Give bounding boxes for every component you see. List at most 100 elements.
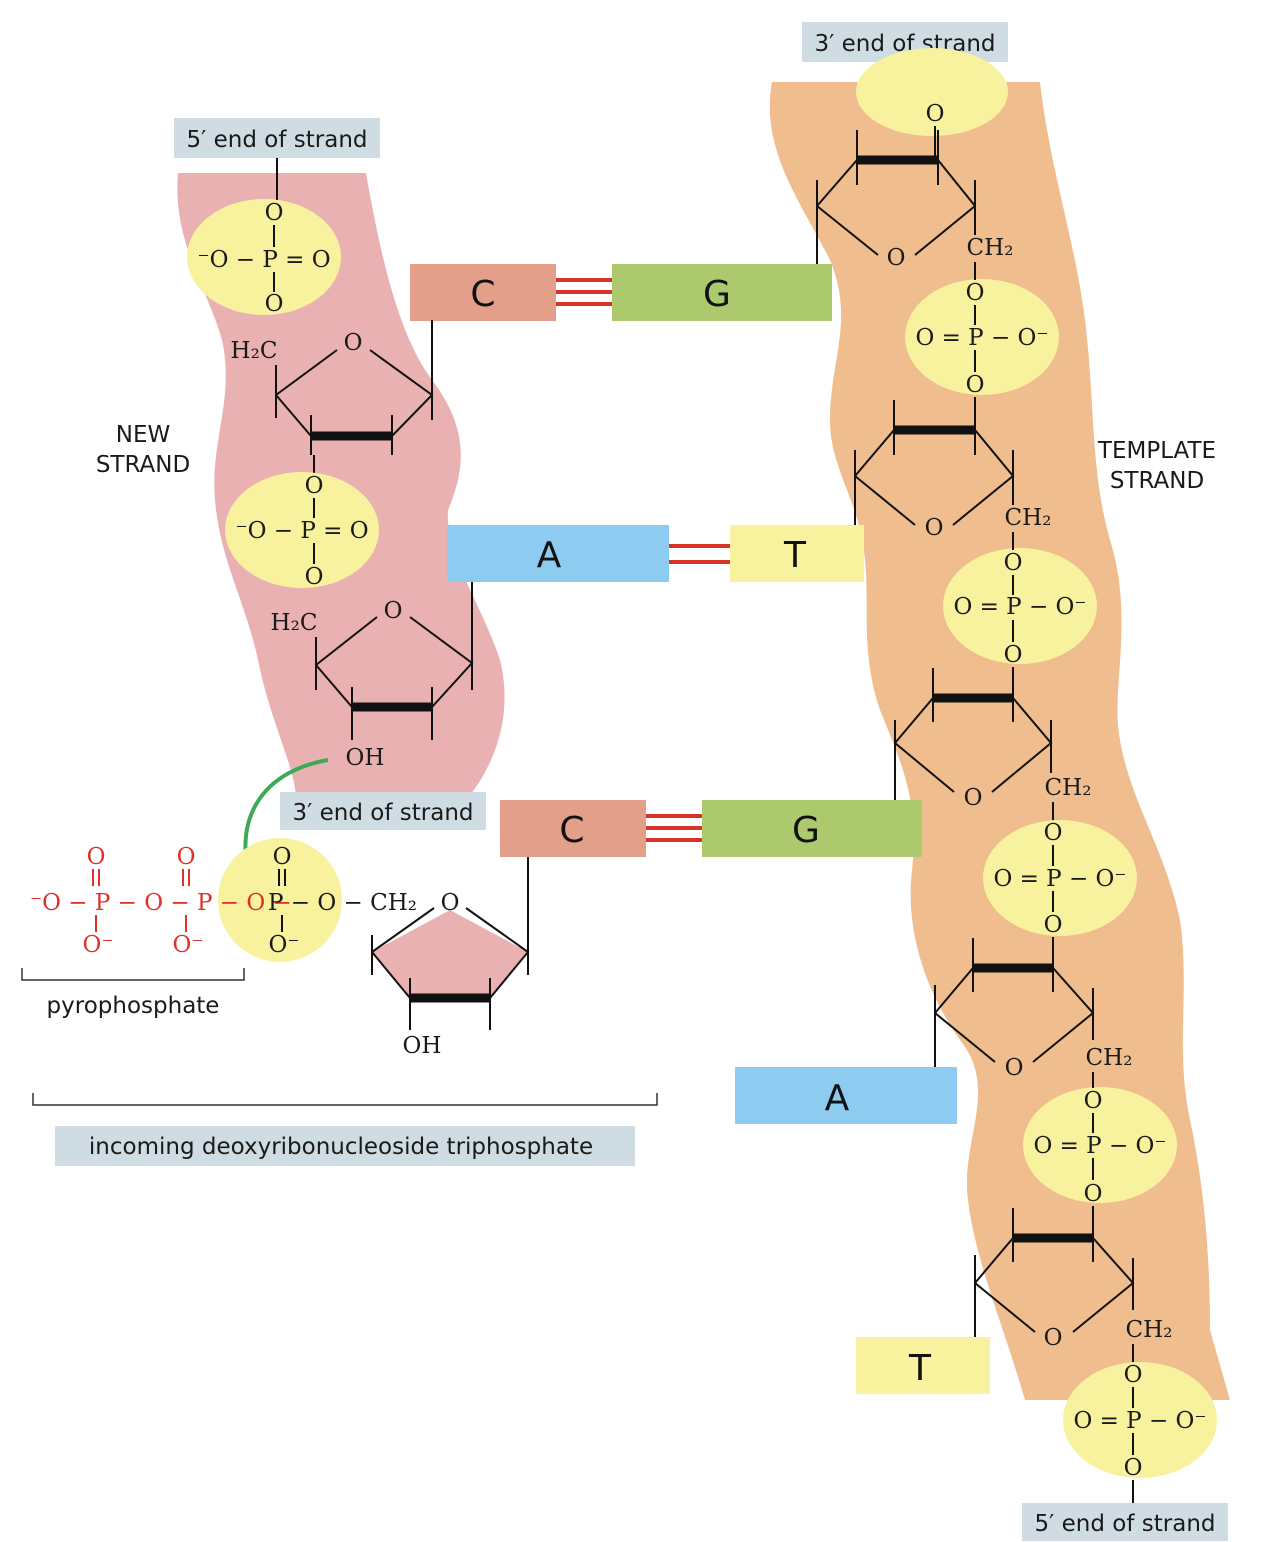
svg-text:H₂C: H₂C	[271, 610, 318, 636]
pyrophosphate-bracket	[21, 968, 245, 981]
svg-text:CH₂: CH₂	[967, 235, 1014, 261]
incoming-label: incoming deoxyribonucleoside triphosphat…	[89, 1134, 593, 1160]
svg-text:CH₂: CH₂	[1086, 1045, 1133, 1071]
phosphate-new-1	[187, 199, 341, 315]
template-strand-label-line2: STRAND	[1110, 468, 1204, 494]
sugar-template-2: O CH₂	[854, 400, 1052, 541]
sugar-incoming: O OH	[371, 857, 530, 1059]
base-a-2	[735, 1067, 957, 1124]
base-a-2-letter: A	[825, 1078, 850, 1119]
base-g-1	[612, 264, 832, 321]
phosphate-template-5	[1063, 1362, 1217, 1478]
svg-text:O: O	[87, 844, 106, 870]
template-5-end-label: 5′ end of strand	[1034, 1511, 1215, 1537]
svg-text:O: O	[441, 890, 460, 916]
sugar-template-5: O CH₂	[974, 1208, 1173, 1351]
base-c-2-letter: C	[559, 810, 584, 851]
new-strand-label-line1: NEW	[116, 422, 170, 448]
svg-text:O: O	[1124, 1362, 1143, 1388]
phosphate-new-2	[225, 472, 379, 588]
svg-text:O: O	[966, 372, 985, 398]
new-3-end-label-box	[280, 792, 486, 830]
svg-text:OH: OH	[403, 1033, 442, 1059]
sugar-new-2: O OH	[315, 582, 474, 771]
svg-text:⁻O − P = O: ⁻O − P = O	[197, 247, 330, 273]
hbond-double-1	[669, 544, 730, 564]
svg-text:OH: OH	[346, 745, 385, 771]
svg-text:O = P − O⁻: O = P − O⁻	[1073, 1408, 1206, 1434]
template-5-end-label-box	[1022, 1503, 1228, 1541]
base-t-1	[730, 525, 864, 582]
svg-text:O: O	[305, 564, 324, 590]
base-a-1-letter: A	[537, 535, 562, 576]
svg-text:O: O	[1005, 1055, 1024, 1081]
svg-text:O = P − O⁻: O = P − O⁻	[953, 594, 1086, 620]
template-strand-background	[769, 82, 1230, 1400]
new-5-end-label-box	[174, 118, 380, 158]
svg-text:O = P − O⁻: O = P − O⁻	[1033, 1133, 1166, 1159]
base-g-1-letter: G	[703, 274, 731, 315]
svg-text:H₂C: H₂C	[231, 338, 278, 364]
svg-text:O: O	[344, 330, 363, 356]
svg-text:CH₂: CH₂	[1126, 1317, 1173, 1343]
svg-text:O: O	[926, 101, 945, 127]
svg-text:O: O	[887, 245, 906, 271]
phosphate-template-0	[856, 48, 1008, 136]
svg-text:O⁻: O⁻	[173, 932, 204, 958]
svg-text:⁻O − P = O: ⁻O − P = O	[235, 518, 368, 544]
svg-text:O: O	[1044, 820, 1063, 846]
svg-text:O: O	[273, 844, 292, 870]
svg-text:CH₂: CH₂	[1045, 775, 1092, 801]
svg-text:O: O	[1084, 1088, 1103, 1114]
phosphate-incoming-alpha	[218, 838, 342, 962]
svg-text:O: O	[966, 280, 985, 306]
pyrophosphate-label: pyrophosphate	[47, 993, 220, 1019]
phosphate-template-4	[1023, 1087, 1177, 1203]
svg-text:O⁻: O⁻	[269, 932, 300, 958]
svg-text:O: O	[177, 844, 196, 870]
sugar-template-4: O CH₂	[934, 938, 1133, 1081]
hbond-triple-1	[556, 278, 612, 306]
base-c-1	[410, 264, 556, 321]
new-5-end-label: 5′ end of strand	[186, 127, 367, 153]
svg-text:CH₂: CH₂	[1005, 505, 1052, 531]
phosphate-template-3	[983, 820, 1137, 936]
base-t-2	[856, 1337, 990, 1394]
svg-text:O: O	[1044, 912, 1063, 938]
svg-text:O: O	[964, 785, 983, 811]
phosphate-template-1	[905, 279, 1059, 395]
svg-text:O = P − O⁻: O = P − O⁻	[993, 866, 1126, 892]
base-t-1-letter: T	[783, 535, 807, 576]
base-g-2-letter: G	[792, 810, 820, 851]
svg-text:O: O	[1044, 1325, 1063, 1351]
svg-text:⁻O − P − O − P − O −: ⁻O − P − O − P − O −	[30, 890, 292, 916]
sugar-new-1: O	[275, 320, 434, 478]
base-a-1	[447, 525, 669, 582]
sugar-template-1: O CH₂	[816, 126, 1014, 271]
svg-text:O: O	[305, 473, 324, 499]
svg-text:O: O	[1084, 1181, 1103, 1207]
base-c-2	[500, 800, 646, 857]
incoming-bracket	[32, 1093, 658, 1106]
base-g-2	[702, 800, 922, 857]
base-t-2-letter: T	[908, 1348, 932, 1389]
incoming-label-box	[55, 1126, 635, 1166]
svg-text:O: O	[1004, 550, 1023, 576]
new-strand-label-line2: STRAND	[96, 452, 190, 478]
new-3-end-label: 3′ end of strand	[292, 800, 473, 826]
svg-text:P − O − CH₂: P − O − CH₂	[268, 890, 417, 916]
template-strand-label-line1: TEMPLATE	[1097, 438, 1216, 464]
svg-text:O: O	[1004, 642, 1023, 668]
sugar-template-3: O CH₂	[894, 668, 1092, 811]
svg-text:O: O	[384, 598, 403, 624]
svg-text:O: O	[265, 200, 284, 226]
svg-text:O: O	[265, 291, 284, 317]
hbond-triple-2	[646, 814, 702, 842]
svg-text:O: O	[1124, 1455, 1143, 1481]
phosphate-template-2	[943, 548, 1097, 664]
svg-text:O = P − O⁻: O = P − O⁻	[915, 325, 1048, 351]
svg-text:O: O	[925, 515, 944, 541]
base-c-1-letter: C	[470, 274, 495, 315]
svg-text:O⁻: O⁻	[83, 932, 114, 958]
